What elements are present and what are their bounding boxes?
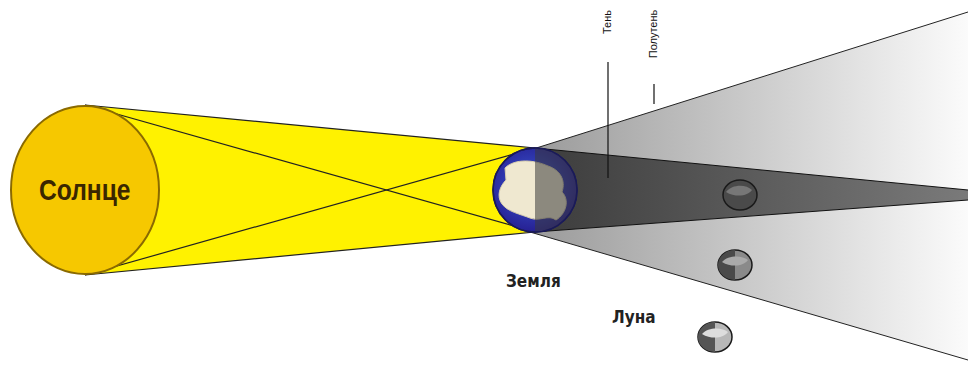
moon bbox=[698, 322, 732, 352]
shadow-label: Тень bbox=[601, 10, 613, 34]
earth bbox=[493, 146, 580, 234]
sun-ellipse: Солнце bbox=[10, 105, 160, 275]
penumbra-label: Полутень bbox=[647, 10, 659, 59]
penumbra-edge bbox=[530, 232, 968, 360]
light-ray bbox=[85, 105, 535, 148]
light-ray bbox=[85, 232, 535, 275]
leader-line bbox=[653, 84, 654, 104]
moon-label: Луна bbox=[612, 306, 656, 327]
leader-line bbox=[607, 62, 608, 178]
node-title: Солнце bbox=[39, 173, 130, 207]
earth-label: Земля bbox=[506, 270, 561, 291]
penumbra-edge bbox=[530, 12, 968, 150]
penumbra-cone bbox=[530, 12, 968, 360]
moon bbox=[718, 250, 752, 280]
umbra-cone bbox=[535, 148, 968, 232]
moon bbox=[723, 180, 757, 210]
